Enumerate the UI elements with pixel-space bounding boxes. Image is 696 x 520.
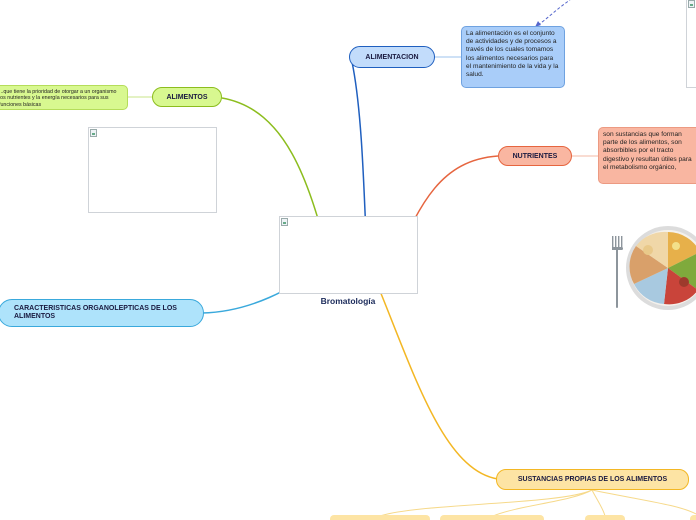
- connector-sustancias-sub-4: [591, 489, 696, 515]
- broken-image-icon: [90, 129, 97, 137]
- connector-sustancias: [367, 261, 499, 480]
- topic-nutrientes[interactable]: NUTRIENTES: [498, 146, 572, 166]
- topic-alimentacion[interactable]: ALIMENTACION: [349, 46, 435, 68]
- central-topic-image: [279, 216, 418, 294]
- sustancias-subtopic-1[interactable]: [330, 515, 430, 520]
- alimentos-description[interactable]: ...que tiene la prioridad de otorgar a u…: [0, 85, 128, 110]
- sustancias-subtopic-3[interactable]: [585, 515, 625, 520]
- dashed-relation-arrow: [537, 0, 571, 26]
- fork-icon: [612, 236, 623, 308]
- sustancias-subtopic-2[interactable]: [440, 515, 544, 520]
- topic-alimentos[interactable]: ALIMENTOS: [152, 87, 222, 107]
- connector-sustancias-sub-1: [379, 489, 593, 517]
- broken-image-icon: [688, 0, 695, 8]
- nutrientes-description[interactable]: son sustancias que forman parte de los a…: [598, 127, 696, 184]
- broken-image-icon: [281, 218, 288, 226]
- top-right-image: [686, 0, 696, 88]
- food-plate-icon: [626, 226, 696, 310]
- alimentos-image: [88, 127, 217, 213]
- central-topic-title[interactable]: Bromatología: [320, 296, 376, 306]
- topic-caracteristicas[interactable]: CARACTERISTICAS ORGANOLEPTICAS DE LOS AL…: [0, 299, 204, 327]
- connector-sustancias-sub-3: [591, 489, 606, 517]
- alimentacion-description[interactable]: La alimentación es el conjunto de activi…: [461, 26, 565, 88]
- relation-arrow-head: [535, 21, 541, 27]
- sustancias-subtopic-4[interactable]: [690, 515, 696, 520]
- topic-sustancias[interactable]: SUSTANCIAS PROPIAS DE LOS ALIMENTOS: [496, 469, 689, 490]
- connector-sustancias-sub-2: [492, 489, 593, 517]
